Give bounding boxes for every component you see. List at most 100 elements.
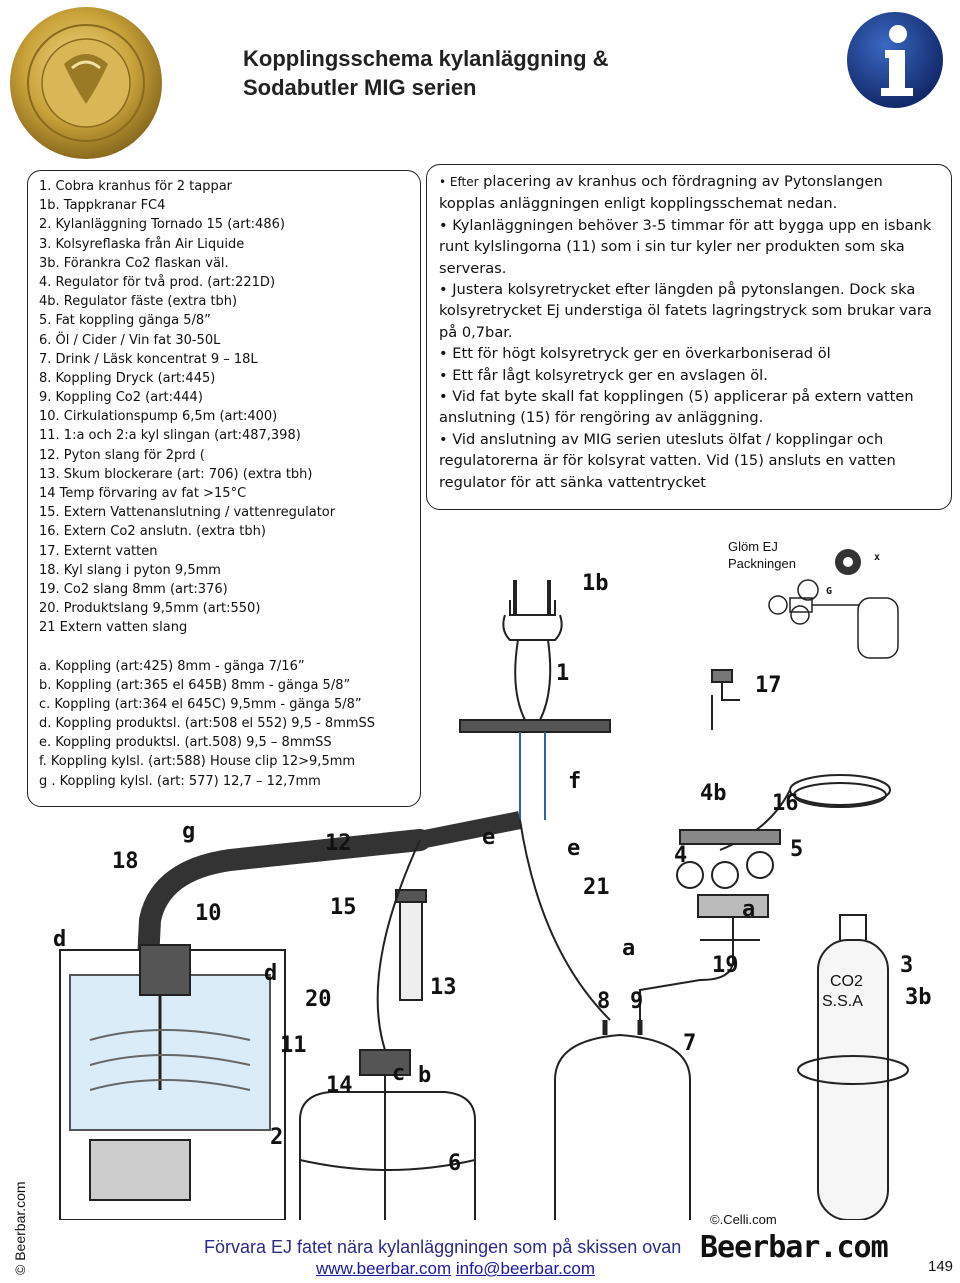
label-f: f bbox=[568, 769, 581, 794]
co2-hose-coil bbox=[719, 774, 891, 851]
beer-keg bbox=[299, 1049, 476, 1220]
tap-tower bbox=[459, 580, 611, 820]
label-3: 3 bbox=[900, 953, 913, 978]
regulators bbox=[676, 829, 781, 941]
parts-list-item: 15. Extern Vattenanslutning / vattenregu… bbox=[39, 505, 336, 521]
keg-warning: Förvara EJ fatet nära kylanläggningen so… bbox=[204, 1237, 682, 1257]
label-8: 8 bbox=[597, 989, 610, 1014]
parts-list-item: 19. Co2 slang 8mm (art:376) bbox=[39, 581, 228, 597]
note-3: • Justera kolsyretrycket efter längden p… bbox=[439, 281, 932, 341]
fittings-list-item: g . Koppling kylsl. (art: 577) 12,7 – 12… bbox=[39, 773, 321, 789]
email-link[interactable]: info@beerbar.com bbox=[455, 1259, 596, 1278]
parts-list-item: 14 Temp förvaring av fat >15°C bbox=[39, 486, 247, 501]
parts-legend-box: 1. Cobra kranhus för 2 tappar 1b. Tappkra… bbox=[27, 170, 421, 807]
gasket-note-line2: Packningen bbox=[728, 556, 796, 571]
fittings-list-item: f. Koppling kylsl. (art:588) House clip … bbox=[39, 754, 356, 770]
beerbar-brand: Beerbar.com bbox=[700, 1230, 889, 1265]
label-7: 7 bbox=[683, 1031, 696, 1056]
label-16: 16 bbox=[772, 791, 799, 816]
title-line-2: Sodabutler MIG serien bbox=[243, 75, 477, 100]
parts-list-item: 7. Drink / Läsk koncentrat 9 – 18L bbox=[39, 351, 258, 367]
label-2: 2 bbox=[270, 1125, 283, 1150]
label-5: 5 bbox=[790, 837, 803, 862]
gasket-note-line1: Glöm EJ bbox=[728, 539, 778, 554]
product-hose-20 bbox=[519, 819, 611, 1021]
label-13: 13 bbox=[430, 975, 457, 1000]
parts-list-item: 11. 1:a och 2:a kyl slingan (art:487,398… bbox=[39, 428, 301, 444]
label-4: 4 bbox=[674, 843, 687, 868]
gasket-g-label: G bbox=[826, 586, 832, 597]
coupling-diagram: Glöm EJ Packningen x G bbox=[53, 539, 932, 1220]
fittings-list-item: a. Koppling (art:425) 8mm - gänga 7/16” bbox=[39, 658, 305, 674]
water-faucet bbox=[711, 669, 740, 730]
label-e2: e bbox=[567, 836, 580, 861]
fittings-list-item: b. Koppling (art:365 el 645B) 8mm - gäng… bbox=[39, 677, 351, 693]
label-12: 12 bbox=[325, 831, 352, 856]
title-line-1: Kopplingsschema kylanläggning & bbox=[243, 46, 609, 71]
label-3b: 3b bbox=[905, 985, 932, 1010]
foam-blocker bbox=[395, 889, 427, 1001]
label-15: 15 bbox=[330, 895, 357, 920]
note-6: • Vid fat byte skall fat kopplingen (5) … bbox=[439, 388, 914, 427]
co2-label-1: CO2 bbox=[830, 973, 863, 990]
parts-list-item: 5. Fat koppling gänga 5/8” bbox=[39, 313, 211, 329]
label-19: 19 bbox=[712, 953, 739, 978]
parts-list-item: 13. Skum blockerare (art: 706) (extra tb… bbox=[39, 466, 313, 482]
parts-list-item: 3. Kolsyreflaska från Air Liquide bbox=[39, 236, 245, 252]
co2-hose-19 bbox=[639, 940, 734, 1020]
note-5: • Ett får lågt kolsyretryck ger en avsla… bbox=[439, 366, 768, 384]
gasket-x-label: x bbox=[874, 552, 880, 563]
beerbar-seal-logo bbox=[10, 7, 162, 159]
cooler-unit bbox=[59, 944, 286, 1220]
label-c: c bbox=[392, 1061, 405, 1086]
label-b: b bbox=[418, 1063, 431, 1088]
celli-credit: ©.Celli.com bbox=[710, 1212, 777, 1227]
parts-list-item: 8. Koppling Dryck (art:445) bbox=[39, 370, 216, 386]
label-1: 1 bbox=[556, 661, 569, 686]
label-a1: a bbox=[742, 897, 755, 922]
label-20: 20 bbox=[305, 987, 332, 1012]
parts-list-item: 21 Extern vatten slang bbox=[39, 620, 188, 636]
page-title: Kopplingsschema kylanläggning & Sodabutl… bbox=[243, 44, 609, 102]
parts-list-item: 9. Koppling Co2 (art:444) bbox=[39, 390, 203, 406]
parts-list-item: 10. Cirkulationspump 6,5m (art:400) bbox=[39, 409, 278, 425]
note-1: • Efter placering av kranhus och fördrag… bbox=[439, 171, 943, 215]
label-e1: e bbox=[482, 825, 495, 850]
label-11: 11 bbox=[280, 1033, 307, 1058]
instructions-box: • Efter placering av kranhus och fördrag… bbox=[426, 164, 952, 510]
parts-list-item: 3b. Förankra Co2 flaskan väl. bbox=[39, 255, 229, 271]
fittings-list: a. Koppling (art:425) 8mm - gänga 7/16” b… bbox=[39, 657, 410, 791]
label-4b: 4b bbox=[700, 781, 727, 806]
label-d1: d bbox=[53, 927, 66, 952]
label-14: 14 bbox=[326, 1073, 353, 1098]
syrup-container bbox=[554, 1020, 691, 1220]
label-g: g bbox=[182, 819, 195, 844]
parts-list-item: 1b. Tappkranar FC4 bbox=[39, 198, 166, 214]
co2-cylinder: CO2 S.S.A bbox=[797, 914, 909, 1220]
parts-list-item: 20. Produktslang 9,5mm (art:550) bbox=[39, 601, 261, 617]
parts-list: 1. Cobra kranhus för 2 tappar 1b. Tappkra… bbox=[39, 177, 410, 638]
note-2: • Kylanläggningen behöver 3-5 timmar för… bbox=[439, 216, 932, 277]
label-9: 9 bbox=[630, 989, 643, 1014]
footer-links: www.beerbar.com info@beerbar.com bbox=[316, 1259, 595, 1279]
note-1-body: placering av kranhus och fördragning av … bbox=[439, 173, 883, 213]
label-1b: 1b bbox=[582, 571, 609, 596]
fittings-list-item: d. Koppling produktsl. (art:508 el 552) … bbox=[39, 716, 376, 732]
parts-list-item: 6. Öl / Cider / Vin fat 30-50L bbox=[39, 332, 221, 348]
python-hose bbox=[137, 829, 431, 971]
label-17: 17 bbox=[755, 673, 782, 698]
gasket-inset: x G bbox=[768, 549, 899, 659]
website-link[interactable]: www.beerbar.com bbox=[316, 1259, 452, 1278]
parts-list-item: 4. Regulator för två prod. (art:221D) bbox=[39, 274, 276, 290]
label-21: 21 bbox=[583, 875, 610, 900]
co2-label-2: S.S.A bbox=[822, 993, 863, 1010]
note-4: • Ett för högt kolsyretryck ger en överk… bbox=[439, 345, 831, 363]
label-6: 6 bbox=[448, 1151, 461, 1176]
label-a2: a bbox=[622, 936, 635, 961]
parts-list-item: 4b. Regulator fäste (extra tbh) bbox=[39, 294, 238, 310]
parts-list-item: 18. Kyl slang i pyton 9,5mm bbox=[39, 562, 221, 578]
parts-list-item: 12. Pyton slang för 2prd ( bbox=[39, 447, 205, 463]
parts-list-item: 1. Cobra kranhus för 2 tappar bbox=[39, 179, 233, 194]
copyright-vertical: © Beerbar.com bbox=[12, 1181, 28, 1275]
label-18: 18 bbox=[112, 849, 139, 874]
